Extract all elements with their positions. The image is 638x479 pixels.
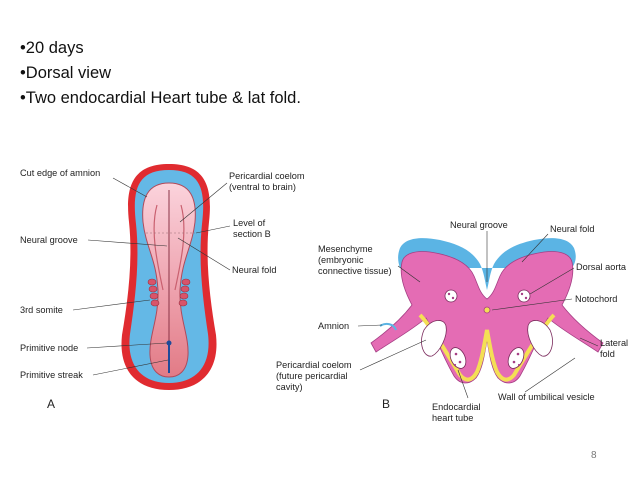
label-neural-fold-a: Neural fold (232, 265, 276, 275)
label-mesenchyme-sub1: (embryonic (318, 255, 364, 265)
bullet-heart-tube: Two endocardial Heart tube & lat fold. (20, 86, 301, 111)
label-lateral: Lateral (600, 338, 628, 348)
label-somite: 3rd somite (20, 305, 63, 315)
label-amnion: Amnion (318, 321, 349, 331)
slide-bullets: 20 days Dorsal view Two endocardial Hear… (20, 36, 301, 111)
pericardial-coelom-right (527, 320, 553, 357)
label-notochord: Notochord (575, 294, 617, 304)
endocardial-heart-tubes (449, 347, 525, 369)
page-number: 8 (591, 450, 597, 461)
label-mesenchyme: Mesenchyme (318, 244, 373, 254)
label-section-b: section B (233, 229, 271, 239)
figure-b-section: Neural groove Neural fold Mesenchyme (em… (276, 220, 628, 423)
pericardial-coelom-left (421, 320, 447, 357)
label-neural-groove-a: Neural groove (20, 235, 78, 245)
label-heart-tube: heart tube (432, 413, 473, 423)
panel-label-b: B (382, 397, 390, 411)
label-endocardial: Endocardial (432, 402, 481, 412)
label-primitive-node: Primitive node (20, 343, 78, 353)
label-cut-edge: Cut edge of amnion (20, 168, 100, 178)
label-pericardial-coelom-b-sub1: (future pericardial (276, 371, 348, 381)
bullet-view: Dorsal view (20, 61, 301, 86)
figure-a-embryo: Cut edge of amnion Pericardial coelom (v… (20, 164, 305, 411)
panel-label-a: A (47, 397, 55, 411)
label-pericardial-coelom-b: Pericardial coelom (276, 360, 352, 370)
label-mesenchyme-sub2: connective tissue) (318, 266, 392, 276)
dorsal-aortas (444, 289, 531, 303)
notochord (483, 306, 491, 314)
mesenchyme (370, 251, 604, 384)
label-primitive-streak: Primitive streak (20, 370, 83, 380)
label-umbilical-wall: Wall of umbilical vesicle (498, 392, 595, 402)
label-dorsal-aorta: Dorsal aorta (576, 262, 627, 272)
label-neural-fold-b: Neural fold (550, 224, 594, 234)
label-pericardial-coelom-sub: (ventral to brain) (229, 182, 296, 192)
label-level-of: Level of (233, 218, 266, 228)
ectoderm (398, 238, 576, 290)
somites (147, 278, 191, 307)
label-pericardial-coelom-b-sub2: cavity) (276, 382, 303, 392)
bullet-age: 20 days (20, 36, 301, 61)
label-lateral-fold: fold (600, 349, 615, 359)
label-neural-groove-b: Neural groove (450, 220, 508, 230)
label-pericardial-coelom: Pericardial coelom (229, 171, 305, 181)
